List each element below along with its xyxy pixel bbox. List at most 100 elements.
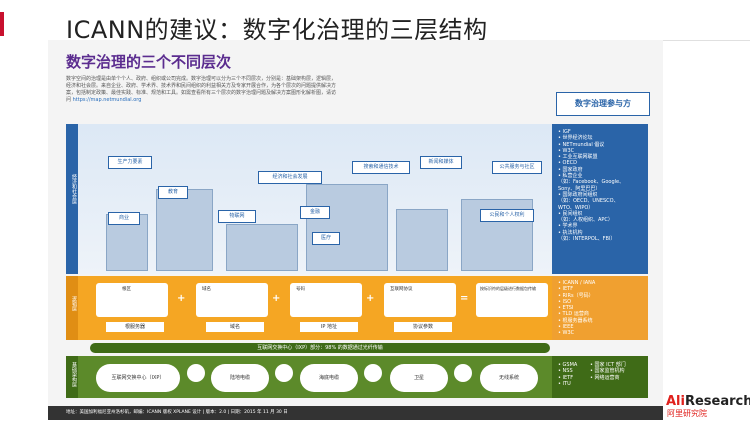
participant-item: • TLD 运营商: [558, 311, 589, 318]
participant-item: • NSS: [558, 368, 573, 375]
infra-item-land-cable: 陆地电缆: [211, 364, 269, 392]
participant-item: • 国家 ICT 部门: [590, 362, 626, 368]
plus-operator: +: [272, 293, 281, 304]
participant-item: • IGF: [558, 129, 571, 135]
slide-title: ICANN的建议：数字化治理的三层结构: [66, 16, 488, 44]
participant-item: • 国家监管机构: [590, 368, 625, 375]
logic-sub-ip: IP 地址: [300, 322, 358, 332]
econ-box-news-media: 新闻和媒体: [420, 156, 462, 169]
logic-sub-root-servers: 根服务器: [106, 322, 164, 332]
logic-card-root: 根区: [96, 283, 168, 317]
plus-operator: +: [366, 293, 375, 304]
infra-item-ixp: 互联网交换中心（IXP）: [96, 364, 180, 392]
participant-item: • 世界经济论坛: [558, 135, 593, 142]
infra-node: [364, 364, 382, 382]
aliresearch-logo: AliResearch: [666, 394, 750, 409]
infra-node: [187, 364, 205, 382]
infographic-title: 数字治理的三个不同层次: [66, 53, 232, 71]
logic-card-number: 号码: [290, 283, 362, 317]
logic-card-title: 号码: [296, 287, 305, 292]
participant-item: • 工业互联网联盟: [558, 154, 598, 161]
logic-side-bar: 逻辑层: [66, 276, 78, 340]
econ-box-productivity: 生产力要素: [108, 156, 152, 169]
participant-item: • ITU: [558, 380, 571, 387]
participant-item: （如：Facebook、Google、: [558, 179, 625, 186]
ixp-bar: 互联网交换中心（IXP）部分：98% 的数据通过光纤传输: [90, 343, 550, 353]
logo-suffix: Research: [684, 394, 750, 409]
infra-participants: • GSMA • NSS • IETF • ITU • 国家 ICT 部门 • …: [552, 356, 648, 398]
accent-bar: [0, 12, 4, 36]
econ-box-health: 医疗: [312, 232, 340, 245]
logic-card-title: 根区: [122, 287, 131, 292]
infra-item-satellite: 卫星: [390, 364, 448, 392]
econ-box-civil-rights: 公民和个人权利: [480, 209, 534, 222]
econ-box-public-service: 公共服务与社区: [492, 161, 542, 174]
infra-participant-list-right: • 国家 ICT 部门 • 国家监管机构 • 网络运营商: [590, 362, 626, 381]
participant-item: • ETSI: [558, 305, 574, 312]
infra-item-wireless: 无线系统: [480, 364, 538, 392]
building-shape: [306, 184, 388, 271]
participant-item: （如：人权组织、APC）: [558, 217, 613, 224]
participant-item: Sony、阿里巴巴）: [558, 185, 601, 192]
econ-box-iot: 物联网: [218, 210, 256, 223]
participant-item: • IETF: [558, 374, 574, 381]
participant-item: • 国家政府: [558, 166, 583, 173]
econ-box-education: 教育: [158, 186, 188, 199]
logic-side-label: 逻辑层: [71, 296, 77, 311]
logic-card-result-text: 按标识符的层级进行数据包传输: [480, 286, 536, 291]
intro-body: 数字空间的治理是由单个个人、政府、组织或公司完成。数字治理可以分为三个不同层次，…: [66, 76, 337, 103]
participant-item: • W3C: [558, 330, 575, 337]
logo-prefix: Ali: [666, 394, 685, 409]
participant-item: • W3C: [558, 147, 575, 154]
plus-operator: +: [177, 293, 186, 304]
econ-box-finance: 金融: [300, 206, 330, 219]
participant-item: （如：INTERPOL、FBI）: [558, 236, 616, 243]
building-shape: [226, 224, 298, 271]
econ-box-development: 经济和社会发展: [258, 171, 322, 184]
econ-participants: • IGF • 世界经济论坛 • NETmundial 倡议 • W3C • 工…: [552, 124, 648, 274]
logic-sub-domain: 域名: [206, 322, 264, 332]
logic-card-domain: 域名: [196, 283, 268, 317]
econ-side-bar: 经济和社会层: [66, 124, 78, 274]
participant-item: • NETmundial 倡议: [558, 141, 605, 148]
participant-item: • ICANN / IANA: [558, 280, 596, 286]
logic-participant-list: • ICANN / IANA • IETF • RIRs（号码） • ISO •…: [552, 276, 648, 337]
participant-item: • RIRs（号码）: [558, 292, 594, 299]
infra-participant-list: • GSMA • NSS • IETF • ITU: [558, 362, 577, 387]
econ-box-commerce: 商业: [108, 212, 140, 225]
participant-item: • 私营企业: [558, 173, 583, 180]
participant-item: • IEEE: [558, 324, 574, 331]
participant-item: • OECD: [558, 160, 577, 167]
intro-link[interactable]: https://map.netmundial.org: [72, 97, 142, 103]
logic-card-title: 域名: [202, 287, 211, 292]
intro-text: 数字空间的治理是由单个个人、政府、组织或公司完成。数字治理可以分为三个不同层次，…: [66, 76, 336, 104]
infra-node: [275, 364, 293, 382]
participant-item: • 国际政府间组织: [558, 191, 598, 198]
participant-item: • GSMA: [558, 362, 578, 368]
aliresearch-logo-sub: 阿里研究院: [667, 409, 707, 418]
logic-card-result: 按标识符的层级进行数据包传输: [476, 283, 548, 317]
participant-item: （如：OECD、UNESCO、: [558, 198, 619, 205]
participant-item: • 网络运营商: [590, 374, 620, 381]
logic-sub-protocol: 协议参数: [394, 322, 452, 332]
participant-item: • 民间组织: [558, 210, 583, 217]
participant-item: • ISO: [558, 298, 572, 305]
econ-participant-list: • IGF • 世界经济论坛 • NETmundial 倡议 • W3C • 工…: [552, 124, 648, 242]
infra-side-bar: 基础架构层: [66, 356, 78, 398]
participant-item: WTO、WIPO）: [558, 204, 594, 211]
building-shape: [156, 189, 213, 271]
econ-box-search-comm: 搜索和通信技术: [352, 161, 410, 174]
logic-card-title: 互联网协议: [390, 287, 413, 292]
infra-node: [454, 364, 472, 382]
participants-title: 数字治理参与方: [556, 92, 650, 116]
infographic-footer: 地址：美国加利福尼亚州洛杉矶，邮编：ICANN 版权 XPLANE 设计 | 版…: [48, 406, 663, 420]
logic-participants: • ICANN / IANA • IETF • RIRs（号码） • ISO •…: [552, 276, 648, 340]
building-shape: [396, 209, 448, 271]
participant-item: • 根服务器系统: [558, 317, 593, 324]
infra-item-sea-cable: 海底电缆: [300, 364, 358, 392]
econ-side-label: 经济和社会层: [71, 174, 77, 204]
equals-operator: =: [460, 293, 469, 304]
participant-item: • 学术界: [558, 223, 578, 230]
participant-item: • 执法机构: [558, 229, 583, 236]
infra-side-label: 基础架构层: [71, 362, 77, 387]
